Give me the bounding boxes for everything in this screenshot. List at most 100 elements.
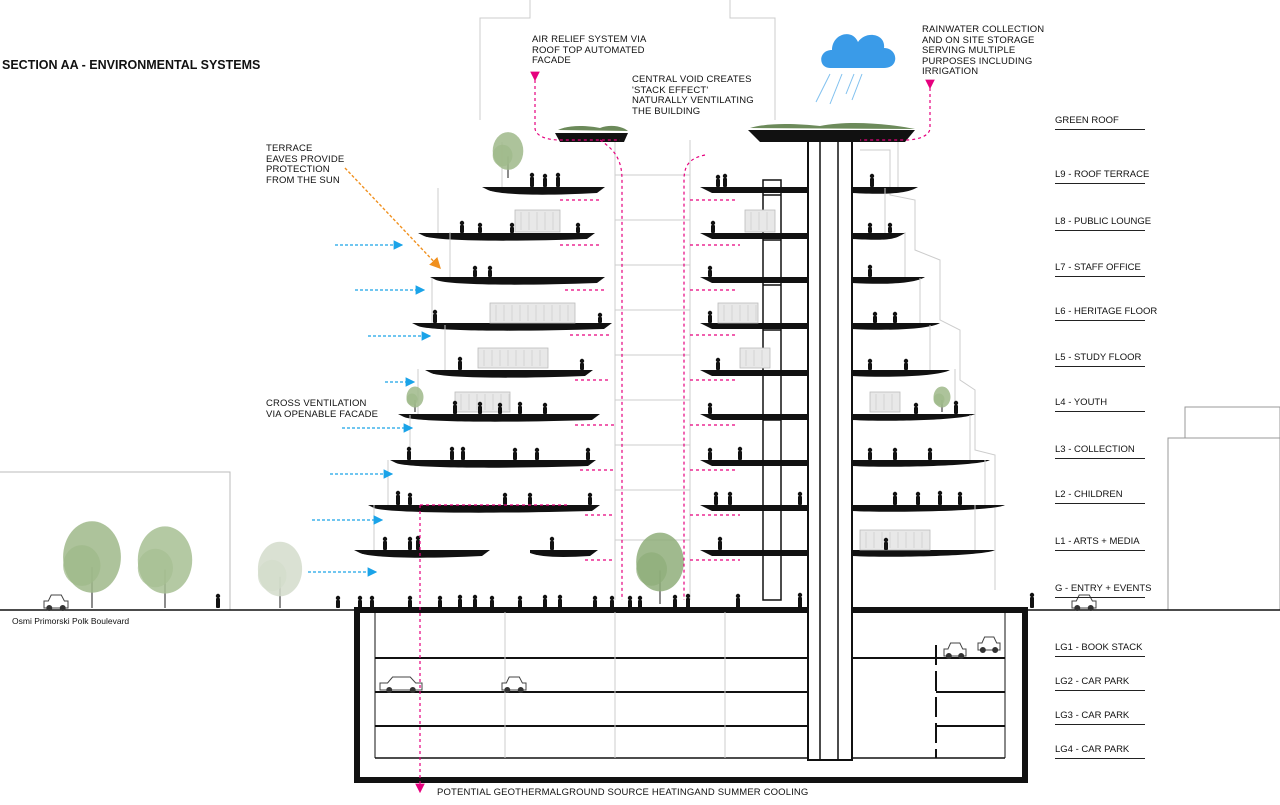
person-icon: [438, 600, 442, 608]
person-icon: [715, 174, 721, 180]
person-icon: [867, 358, 873, 364]
person-icon: [892, 491, 898, 497]
tree-icon: [63, 545, 101, 586]
level-label: L5 - STUDY FLOOR: [1055, 352, 1142, 363]
person-icon: [710, 220, 716, 226]
person-icon: [488, 270, 492, 277]
level-label: LG2 - CAR PARK: [1055, 676, 1130, 687]
person-icon: [893, 496, 897, 505]
person-icon: [708, 452, 712, 460]
person-icon: [708, 270, 712, 277]
person-icon: [892, 447, 898, 453]
person-icon: [883, 537, 889, 543]
person-icon: [369, 595, 375, 601]
level-underline: [1055, 129, 1145, 130]
person-icon: [383, 541, 387, 550]
person-icon: [530, 177, 534, 187]
person-icon: [598, 317, 602, 323]
car-wheel: [958, 653, 965, 659]
bookshelf: [739, 347, 771, 369]
person-icon: [714, 496, 718, 505]
person-icon: [460, 446, 466, 452]
person-icon: [542, 173, 548, 179]
car-wheel: [409, 687, 416, 693]
person-icon: [797, 491, 803, 497]
person-icon: [407, 595, 413, 601]
person-icon: [904, 363, 908, 370]
person-icon: [915, 491, 921, 497]
level-underline: [1055, 758, 1145, 759]
level-label: L8 - PUBLIC LOUNGE: [1055, 216, 1152, 227]
trees: [63, 132, 951, 608]
person-icon: [872, 311, 878, 317]
person-icon: [867, 447, 873, 453]
person-icon: [869, 173, 875, 179]
level-label: LG4 - CAR PARK: [1055, 744, 1130, 755]
person-icon: [450, 451, 454, 460]
floor-slab: [852, 233, 905, 240]
floor-slab: [482, 187, 605, 195]
person-icon: [1029, 592, 1035, 598]
level-label: L3 - COLLECTION: [1055, 444, 1135, 455]
roof-outline-ghost: [479, 0, 996, 590]
person-icon: [610, 600, 614, 608]
person-icon: [722, 173, 728, 179]
person-icon: [727, 491, 733, 497]
floor-slab: [412, 323, 612, 331]
context-building-left: [0, 471, 231, 610]
person-icon: [723, 178, 727, 187]
car-wheel: [46, 605, 53, 611]
person-icon: [953, 400, 959, 406]
car-wheel: [59, 605, 66, 611]
person-icon: [510, 227, 514, 233]
person-icon: [686, 598, 690, 608]
person-icon: [957, 491, 963, 497]
person-icon: [432, 309, 438, 315]
floor-slab: [700, 414, 808, 420]
geothermal-note: POTENTIAL GEOTHERMALGROUND SOURCE HEATIN…: [437, 787, 809, 798]
person-icon: [928, 452, 932, 460]
car-wheel: [979, 647, 986, 653]
floor-slab: [430, 277, 605, 285]
person-icon: [415, 535, 421, 541]
level-label: LG1 - BOOK STACK: [1055, 642, 1143, 653]
person-icon: [736, 598, 740, 608]
person-icon: [708, 407, 712, 414]
floor-slabs-left: [354, 142, 612, 558]
bookshelf: [869, 391, 901, 413]
person-icon: [597, 312, 603, 318]
level-underline: [1055, 724, 1145, 725]
person-icon: [586, 452, 590, 460]
person-icon: [487, 265, 493, 271]
person-icon: [592, 595, 598, 601]
person-icon: [437, 595, 443, 601]
bookshelves: [454, 209, 931, 551]
level-label: GREEN ROOF: [1055, 115, 1119, 126]
person-icon: [216, 598, 220, 608]
rain-cloud-icon: [815, 34, 896, 105]
person-icon: [396, 495, 400, 505]
level-underline: [1055, 366, 1145, 367]
person-icon: [738, 451, 742, 460]
floor-slab: [354, 550, 490, 558]
person-icon: [478, 227, 482, 233]
bookshelf: [489, 302, 576, 324]
air-flow-lines: [415, 71, 935, 794]
tree-icon: [257, 559, 287, 592]
person-icon: [914, 407, 918, 414]
floor-slab: [398, 414, 600, 422]
rainwater-note: RAINWATER COLLECTION AND ON SITE STORAGE…: [922, 24, 1045, 77]
car-wheel: [992, 647, 999, 653]
person-icon: [893, 316, 897, 323]
level-label: G - ENTRY + EVENTS: [1055, 583, 1152, 594]
person-icon: [713, 491, 719, 497]
car-icon: [379, 676, 423, 691]
floor-slab: [418, 233, 595, 241]
car-wheel: [517, 687, 524, 693]
cross-ventilation-arrows: [308, 240, 432, 577]
tree-icon: [933, 393, 945, 406]
floor-slabs-inner: [700, 187, 808, 556]
person-icon: [433, 314, 437, 323]
level-underline: [1055, 411, 1145, 412]
bookshelf: [477, 347, 549, 369]
